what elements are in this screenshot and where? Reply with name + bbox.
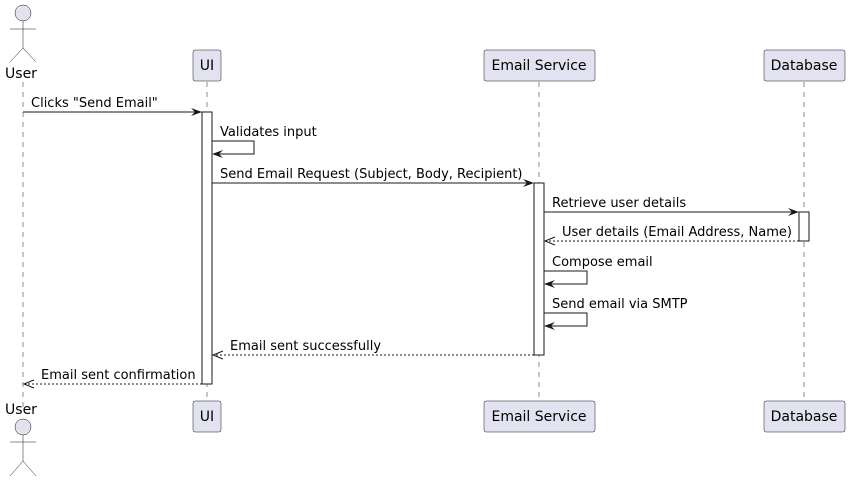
- actor-user-bottom: User: [5, 402, 37, 477]
- message-7: Send email via SMTP: [544, 297, 688, 330]
- message-5: User details (Email Address, Name): [543, 225, 799, 246]
- actor-user-top: User: [5, 4, 37, 82]
- message-label: Validates input: [220, 125, 317, 140]
- activation-database: [798, 211, 810, 242]
- message-label: Email sent confirmation: [41, 368, 196, 383]
- message-label: Send email via SMTP: [552, 297, 688, 312]
- message-label: Retrieve user details: [552, 196, 686, 211]
- message-8: Email sent successfully: [211, 339, 534, 360]
- participant-label-user: User: [5, 402, 37, 418]
- participant-label-ui: UI: [200, 58, 214, 74]
- message-9: Email sent confirmation: [22, 368, 202, 389]
- message-3: Send Email Request (Subject, Body, Recip…: [212, 167, 534, 187]
- participant-email-service-top: Email Service: [483, 49, 596, 82]
- message-6: Compose email: [544, 255, 653, 288]
- message-4: Retrieve user details: [544, 196, 799, 216]
- message-1: Clicks "Send Email": [23, 96, 202, 116]
- participant-label-email-service: Email Service: [491, 409, 586, 425]
- activation-email-service: [533, 182, 545, 356]
- actor-head-icon: [14, 418, 32, 436]
- activation-ui: [201, 111, 213, 385]
- participant-database-bottom: Database: [763, 400, 846, 433]
- participant-ui-top: UI: [192, 49, 222, 82]
- actor-head-icon: [14, 4, 32, 22]
- message-label: Clicks "Send Email": [31, 96, 158, 111]
- participant-database-top: Database: [763, 49, 846, 82]
- message-label: Email sent successfully: [230, 339, 381, 354]
- participant-label-database: Database: [771, 409, 838, 425]
- participant-ui-bottom: UI: [192, 400, 222, 433]
- participant-email-service-bottom: Email Service: [483, 400, 596, 433]
- message-label: User details (Email Address, Name): [562, 225, 792, 240]
- participant-label-ui: UI: [200, 409, 214, 425]
- message-label: Compose email: [552, 255, 653, 270]
- participant-label-database: Database: [771, 58, 838, 74]
- participant-label-user: User: [5, 66, 37, 82]
- participant-label-email-service: Email Service: [491, 58, 586, 74]
- message-2: Validates input: [212, 125, 317, 158]
- message-label: Send Email Request (Subject, Body, Recip…: [220, 167, 523, 182]
